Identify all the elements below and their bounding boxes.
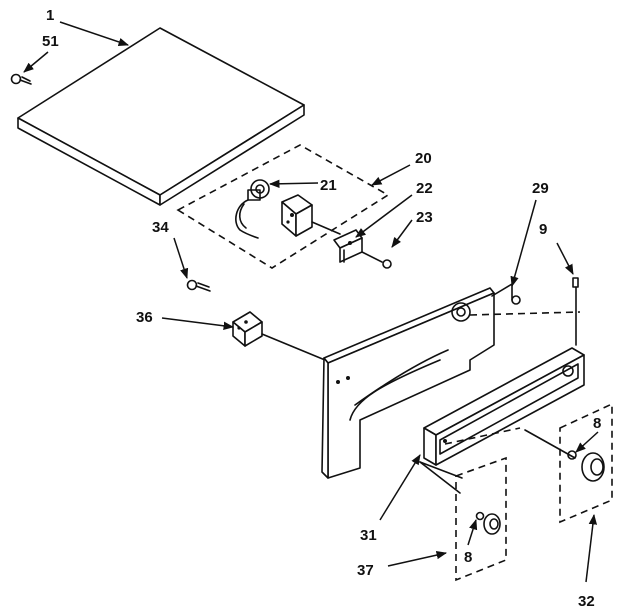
label-51: 51 [42, 33, 59, 50]
label-20: 20 [415, 150, 432, 167]
knob-guide-line [469, 311, 581, 316]
label-31: 31 [360, 527, 377, 544]
switch-36-leader-line [261, 333, 326, 361]
label-1: 1 [46, 7, 54, 24]
knob-group-37 [419, 456, 507, 582]
label-29: 29 [532, 180, 549, 197]
timer-shaft [311, 221, 341, 235]
switch-36 [232, 311, 263, 347]
top-panel [17, 27, 305, 206]
screw-9 [572, 277, 579, 288]
screw-51 [10, 73, 32, 85]
screw-29 [491, 283, 521, 305]
console-housing [321, 287, 495, 479]
label-23: 23 [416, 209, 433, 226]
label-8-upper: 8 [593, 415, 601, 432]
timer-group-outline [176, 144, 390, 269]
label-21: 21 [320, 177, 337, 194]
label-22: 22 [416, 180, 433, 197]
screw-34 [186, 279, 211, 292]
knob-group [559, 402, 613, 524]
label-37: 37 [357, 562, 374, 579]
screw-23 [361, 251, 392, 269]
timer-body [281, 194, 313, 237]
label-34: 34 [152, 219, 169, 236]
lower-guide-line [444, 427, 521, 445]
leader-lines [23, 21, 599, 583]
label-32: 32 [578, 593, 595, 610]
timer-motor [235, 179, 270, 239]
label-8-lower: 8 [464, 549, 472, 566]
label-9: 9 [539, 221, 547, 238]
knob-shaft-line [524, 429, 576, 459]
label-36: 36 [136, 309, 153, 326]
